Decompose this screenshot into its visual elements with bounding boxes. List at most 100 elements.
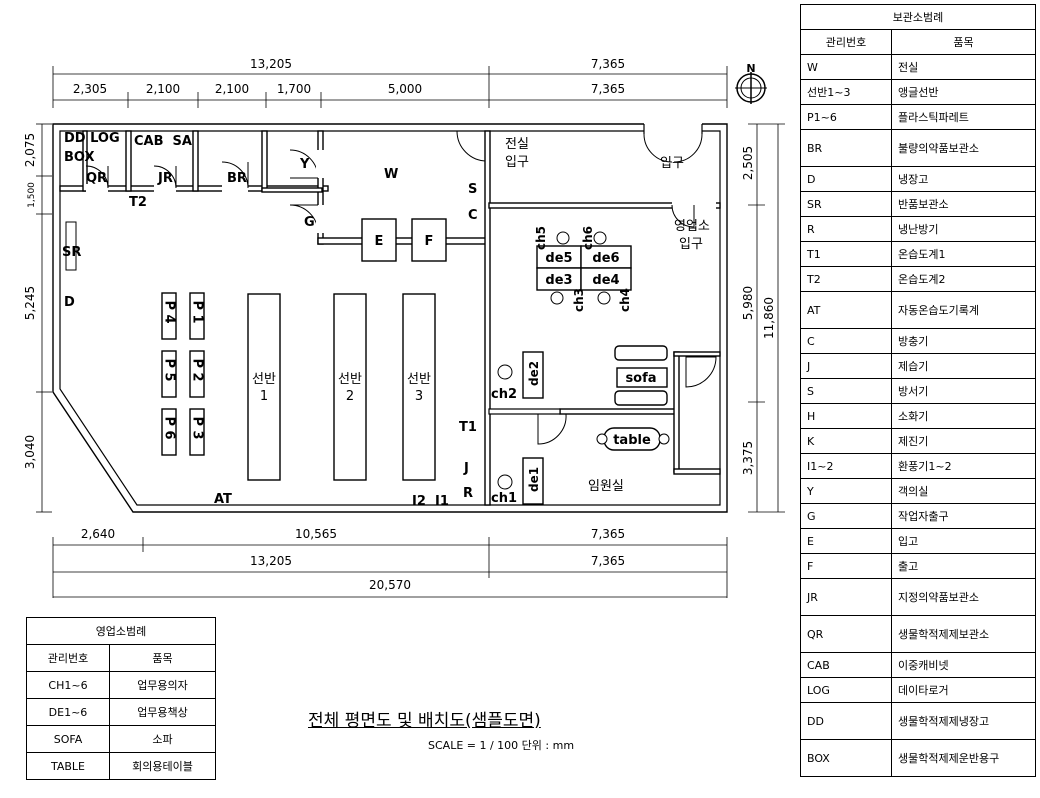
- label-box: BOX: [64, 150, 95, 165]
- legend-title-row: 보관소범례: [800, 4, 1036, 30]
- storage-legend-item: 생물학적제제냉장고: [891, 702, 1036, 740]
- storage-legend-item: 생물학적제제보관소: [891, 615, 1036, 653]
- label-de5: de5: [545, 251, 572, 266]
- label-sofa: sofa: [625, 371, 656, 386]
- label-g: G: [304, 215, 315, 230]
- shelf-3: [402, 293, 436, 481]
- pallet-p3-label: P 3: [190, 416, 205, 439]
- pallet-p5-label: P 5: [162, 358, 177, 381]
- storage-legend-item: 방충기: [891, 328, 1036, 354]
- shelf-2: [333, 293, 367, 481]
- label-ch5: ch5: [534, 226, 548, 250]
- label-table: table: [613, 433, 651, 448]
- shelf-3-label-a: 선반: [407, 372, 431, 387]
- shelf-1: [247, 293, 281, 481]
- legend-title: 보관소범례: [800, 4, 1036, 30]
- shelves: [247, 293, 436, 481]
- storage-legend-code: F: [800, 553, 892, 579]
- label-br: BR: [227, 171, 247, 186]
- storage-legend-code: H: [800, 403, 892, 429]
- storage-legend-item: 작업자출구: [891, 503, 1036, 529]
- storage-legend-item: 방서기: [891, 378, 1036, 404]
- pallet-p6-label: P 6: [162, 416, 177, 439]
- label-jr: JR: [157, 171, 173, 186]
- storage-legend-code: E: [800, 528, 892, 554]
- shelf-2-label-a: 선반: [338, 372, 362, 387]
- storage-legend-item: 객의실: [891, 478, 1036, 504]
- dim-top-seg-3: 2,100: [215, 82, 249, 96]
- office-furniture: [497, 231, 670, 505]
- sales-legend-header-item: 품목: [109, 644, 216, 672]
- sr-rack: [65, 221, 77, 271]
- label-i1: I1: [435, 494, 449, 509]
- pallet-p1-label: P 1: [190, 300, 205, 323]
- pallet-p1: [189, 292, 205, 340]
- dim-bottom-seg-2: 10,565: [295, 527, 337, 541]
- shelf-1-label-a: 선반: [252, 372, 276, 387]
- desk-de2: [522, 351, 544, 399]
- sales-legend-header-code: 관리번호: [26, 644, 110, 672]
- sales-legend-code: CH1~6: [26, 671, 110, 699]
- desk-de1: [522, 457, 544, 505]
- top-dimensions: 13,205 7,365 2,305 2,100 2,100 1,700 5,0…: [52, 57, 728, 108]
- storage-legend-item: 반품보관소: [891, 191, 1036, 217]
- storage-legend-code: D: [800, 166, 892, 192]
- storage-legend-code: P1~6: [800, 104, 892, 130]
- dim-right-3: 3,375: [741, 441, 755, 475]
- storage-legend-item: 환풍기1~2: [891, 453, 1036, 479]
- dim-bottom-total: 20,570: [369, 578, 411, 592]
- label-sr: SR: [62, 245, 81, 260]
- dim-top-seg-5: 5,000: [388, 82, 422, 96]
- label-ch4: ch4: [618, 288, 632, 312]
- storage-legend-code: QR: [800, 615, 892, 653]
- pallet-p2: [189, 350, 205, 398]
- label-d: D: [64, 295, 75, 310]
- dim-right-2: 5,980: [741, 286, 755, 320]
- dim-left-3: 5,245: [23, 286, 37, 320]
- storage-legend-code: CAB: [800, 652, 892, 678]
- dim-right-1: 2,505: [741, 146, 755, 180]
- sales-legend-code: SOFA: [26, 725, 110, 753]
- storage-legend-item: 출고: [891, 553, 1036, 579]
- north-label: N: [746, 62, 755, 75]
- label-e: E: [375, 234, 384, 249]
- storage-legend-item: 전실: [891, 54, 1036, 80]
- storage-legend-code: I1~2: [800, 453, 892, 479]
- storage-legend-item: 이중캐비넷: [891, 652, 1036, 678]
- storage-legend-item: 입고: [891, 528, 1036, 554]
- label-ch6: ch6: [581, 226, 595, 250]
- storage-legend-item: 지정의약품보관소: [891, 578, 1036, 616]
- pallets: [161, 292, 205, 456]
- sales-legend-item: 업무용의자: [109, 671, 216, 699]
- dim-top-total-2: 7,365: [591, 57, 625, 71]
- label-ch2: ch2: [491, 387, 517, 402]
- outer-walls: [52, 122, 728, 513]
- label-r: R: [463, 486, 473, 501]
- desk-de4: [580, 267, 632, 291]
- sales-legend-code: TABLE: [26, 752, 110, 780]
- pallet-p3: [189, 408, 205, 456]
- sales-legend-item: 회의용테이블: [109, 752, 216, 780]
- storage-legend-code: JR: [800, 578, 892, 616]
- storage-legend-code: G: [800, 503, 892, 529]
- storage-legend-code: S: [800, 378, 892, 404]
